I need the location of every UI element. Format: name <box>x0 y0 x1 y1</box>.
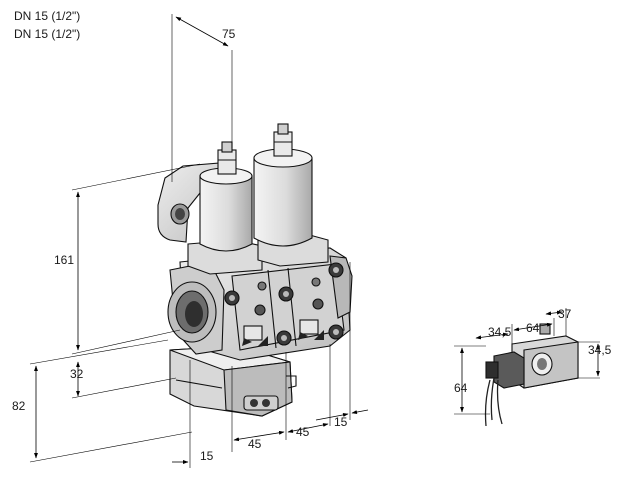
dimension-lines: 75 161 32 82 15 4 <box>12 14 369 468</box>
header-line-2: DN 15 (1/2") <box>14 27 81 41</box>
dim-15-bottom-label: 15 <box>200 449 214 463</box>
coil-dim-64-left-label: 64 <box>454 381 468 395</box>
body-screws <box>224 262 344 346</box>
coil-dim-37-label: 37 <box>558 307 572 321</box>
dim-45-right-label: 45 <box>296 425 310 439</box>
dim-161-label: 161 <box>54 253 74 267</box>
coil-cable <box>490 377 495 421</box>
coil-connector <box>493 351 525 389</box>
solenoid-coil-left <box>199 141 253 252</box>
dim-75-label: 75 <box>222 27 236 41</box>
dim-15-right-label: 15 <box>334 415 348 429</box>
dim-45-left-label: 45 <box>248 437 262 451</box>
flow-arrow-icon <box>298 332 308 340</box>
connector-plug <box>243 395 279 411</box>
valve-assembly <box>157 123 353 417</box>
dim-82-label: 82 <box>12 399 26 413</box>
coil-detail: 37 64 34,5 34,5 64 <box>454 307 612 427</box>
coil-dim-64-top-label: 64 <box>526 321 540 335</box>
dim-32-label: 32 <box>70 367 84 381</box>
header-line-1: DN 15 (1/2") <box>14 9 81 23</box>
flow-arrow-icon <box>242 338 252 346</box>
solenoid-coil-right <box>253 123 313 247</box>
connector-pin-icon <box>250 399 258 407</box>
coil-dim-34-5-right-label: 34,5 <box>588 343 612 357</box>
coil-dim-34-5-left-label: 34,5 <box>488 325 512 339</box>
